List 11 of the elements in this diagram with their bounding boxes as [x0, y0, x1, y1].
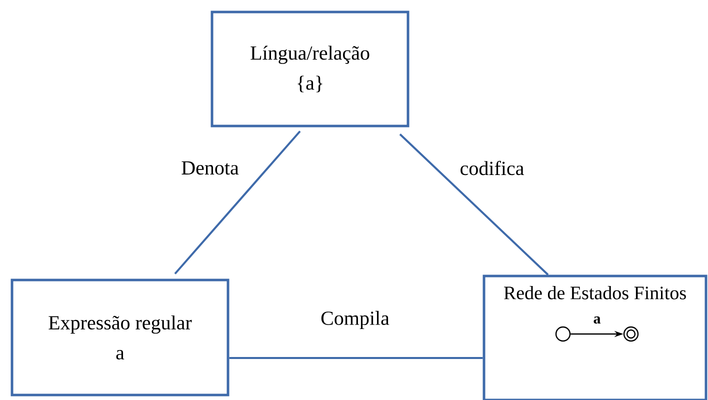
- text-box: Língua/relação {a}: [210, 10, 410, 128]
- state-circle: [623, 326, 639, 342]
- edge-label: Denota: [182, 161, 239, 175]
- connector-line: [399, 134, 549, 276]
- text-box: Expressão regular a: [10, 278, 230, 396]
- connector-line: [229, 357, 483, 359]
- edge-label: Compila: [321, 310, 390, 330]
- edge-label: codifica: [460, 160, 524, 176]
- edge-label: a: [594, 316, 601, 324]
- connector-line: [174, 130, 301, 274]
- state-circle: [555, 326, 571, 342]
